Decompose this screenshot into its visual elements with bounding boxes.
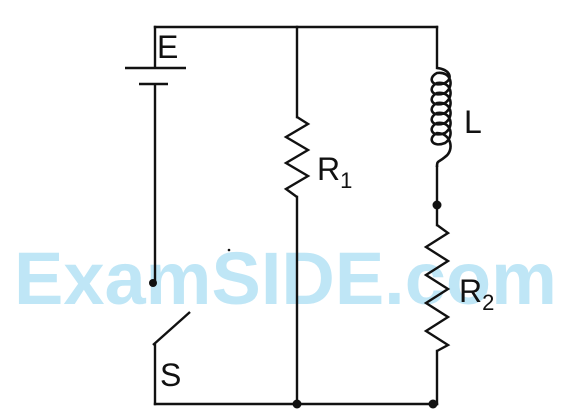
- switch-contact-top: [149, 279, 157, 287]
- junction-bottom-middle: [292, 399, 302, 409]
- stray-mark: [227, 248, 231, 252]
- battery-label: E: [157, 29, 178, 65]
- junction-inductor-resistor: [432, 200, 442, 210]
- inductor-label: L: [464, 104, 482, 140]
- switch-label: S: [160, 357, 181, 393]
- resistor-r2-label: R2: [459, 273, 494, 315]
- switch-blade: [152, 311, 191, 346]
- junction-bottom-right: [428, 399, 438, 409]
- resistor-r2-symbol: [423, 224, 451, 353]
- resistor-r2-label-main: R: [459, 273, 482, 309]
- inductor-l-symbol: [430, 66, 452, 168]
- resistor-r1-label-main: R: [317, 151, 340, 187]
- resistor-r1-symbol: [283, 115, 311, 198]
- resistor-r1-label-sub: 1: [340, 168, 352, 193]
- resistor-r2-label-sub: 2: [482, 290, 494, 315]
- watermark-text: ExamSIDE.com: [14, 237, 557, 320]
- battery-symbol: [125, 66, 186, 86]
- resistor-r1-label: R1: [317, 151, 352, 193]
